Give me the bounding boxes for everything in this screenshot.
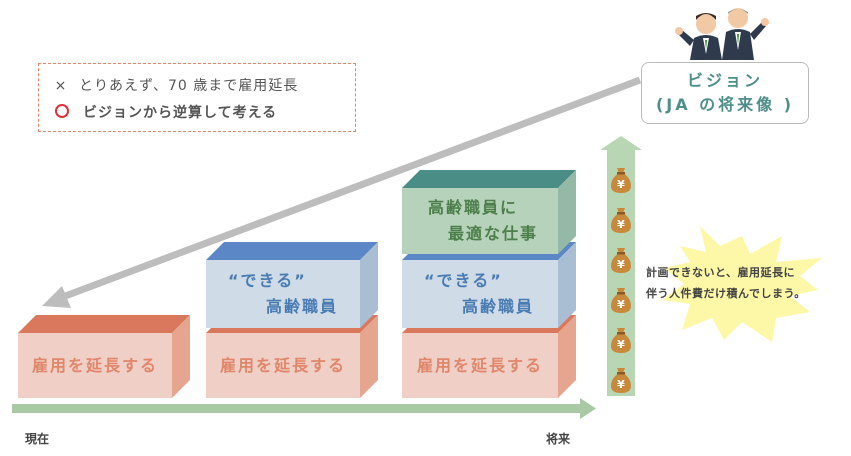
money-bag-icon: ¥ — [609, 166, 633, 194]
money-bag-icon: ¥ — [609, 286, 633, 314]
circle-mark-icon — [55, 104, 69, 118]
svg-text:¥: ¥ — [617, 298, 625, 311]
legend-row-cross: × とりあえず、70 歳まで雇用延長 — [53, 75, 298, 95]
money-bag-icon: ¥ — [609, 206, 633, 234]
block-label: 雇用を延長する — [416, 355, 543, 375]
business-people-illustration — [675, 8, 769, 60]
note-line-2: 伴う人件費だけ積んでしまう。 — [646, 287, 806, 300]
svg-text:¥: ¥ — [617, 378, 625, 391]
svg-text:¥: ¥ — [617, 218, 625, 231]
svg-text:¥: ¥ — [617, 178, 625, 191]
svg-text:¥: ¥ — [617, 338, 625, 351]
block-optimal-line2: 最適な仕事 — [448, 224, 539, 243]
money-bag-icon: ¥ — [609, 326, 633, 354]
svg-text:¥: ¥ — [617, 258, 625, 271]
block-label: 雇用を延長する — [31, 355, 158, 375]
block-extend-employment-1: 雇用を延長する — [18, 333, 172, 398]
block-1-3d — [18, 315, 190, 398]
money-bag-icon: ¥ — [609, 246, 633, 274]
vision-subtitle: (JA の将来像 ) — [655, 95, 795, 114]
timeline-arrow — [12, 398, 596, 419]
block-capable-line2: 高齢職員 — [266, 297, 339, 316]
axis-end-label: 将来 — [546, 432, 571, 446]
block-label: 雇用を延長する — [219, 355, 346, 375]
note-line-1: 計画できないと、雇用延長に — [646, 266, 796, 279]
block-capable-staff-1: “できる” 高齢職員 — [206, 260, 360, 328]
legend-box: × とりあえず、70 歳まで雇用延長 ビジョンから逆算して考える — [38, 63, 356, 132]
block-capable-staff-2: “できる” 高齢職員 — [402, 260, 558, 328]
vision-box: ビジョン (JA の将来像 ) — [641, 62, 809, 124]
block-optimal-work: 高齢職員に 最適な仕事 — [402, 188, 558, 254]
warning-note: 計画できないと、雇用延長に 伴う人件費だけ積んでしまう。 — [646, 262, 806, 304]
block-capable-line1: “できる” — [424, 271, 503, 290]
block-extend-employment-3: 雇用を延長する — [402, 333, 558, 398]
legend-row-circle: ビジョンから逆算して考える — [53, 102, 277, 122]
block-capable-line1: “できる” — [228, 271, 307, 290]
block-capable-line2: 高齢職員 — [462, 297, 535, 316]
axis-start-label: 現在 — [25, 432, 50, 446]
money-bag-icon: ¥ — [609, 366, 633, 394]
legend-circle-text: ビジョンから逆算して考える — [83, 105, 278, 121]
trend-arrow — [42, 76, 642, 308]
block-optimal-line1: 高齢職員に — [428, 198, 519, 217]
cross-mark-icon: × — [54, 78, 68, 94]
block-extend-employment-2: 雇用を延長する — [206, 333, 360, 398]
starburst-shape — [662, 226, 822, 342]
legend-cross-text: とりあえず、70 歳まで雇用延長 — [79, 78, 299, 94]
vision-title: ビジョン — [686, 71, 763, 90]
